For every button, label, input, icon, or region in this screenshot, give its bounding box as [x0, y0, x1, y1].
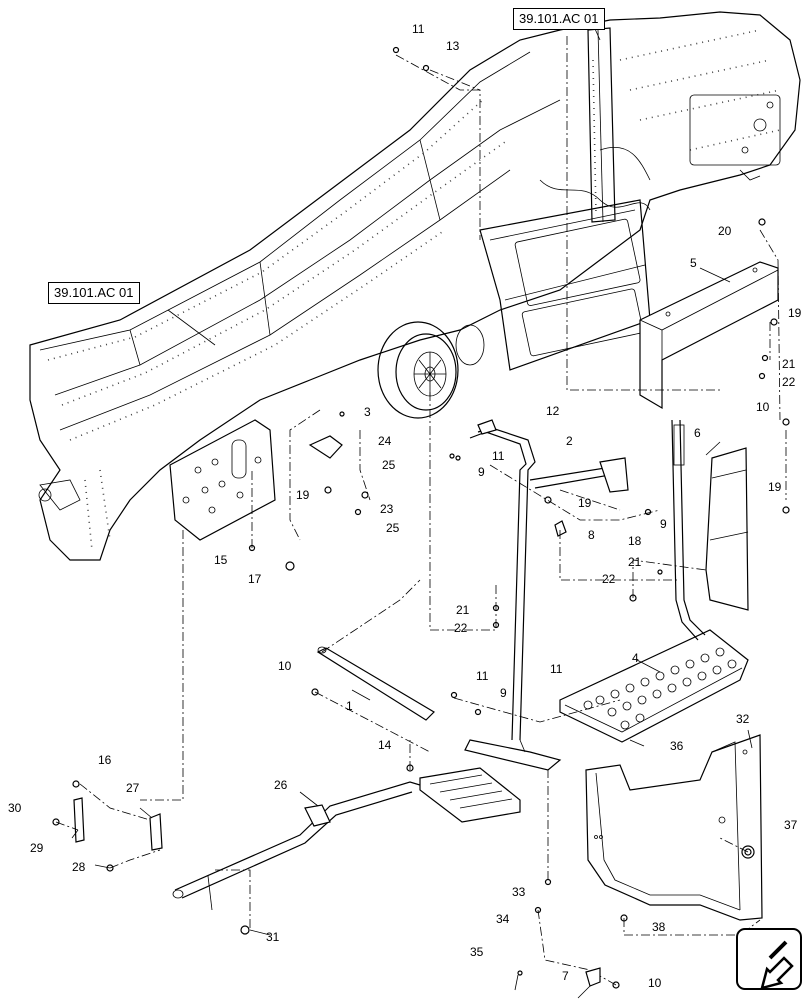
callout-10: 10: [278, 659, 292, 673]
small-brackets: [73, 419, 601, 987]
callout-21: 21: [782, 357, 796, 371]
reference-label-top[interactable]: 39.101.AC 01: [513, 8, 605, 30]
callout-16: 16: [98, 753, 112, 767]
callout-7: 7: [562, 969, 569, 983]
callout-9: 9: [660, 517, 667, 531]
callout-35: 35: [470, 945, 484, 959]
part-1-tube: [316, 646, 435, 721]
callout-28: 28: [72, 860, 86, 874]
callout-21: 21: [628, 555, 642, 569]
callout-9: 9: [500, 686, 507, 700]
machine-frame: [29, 11, 801, 561]
callout-29: 29: [30, 841, 44, 855]
callout-17: 17: [248, 572, 262, 586]
callout-30: 30: [8, 801, 22, 815]
callout-19: 19: [768, 480, 782, 494]
callout-19: 19: [788, 306, 802, 320]
callout-14: 14: [378, 738, 392, 752]
mounting-plate: [169, 419, 276, 541]
callout-25: 25: [382, 458, 396, 472]
callout-10: 10: [648, 976, 662, 990]
callout-13: 13: [446, 39, 460, 53]
callout-5: 5: [690, 256, 697, 270]
callout-27: 27: [126, 781, 140, 795]
assembly-lines: [55, 36, 787, 986]
callout-21: 21: [456, 603, 470, 617]
callout-19: 19: [296, 488, 310, 502]
reference-label-left[interactable]: 39.101.AC 01: [48, 282, 140, 304]
callout-4: 4: [632, 651, 639, 665]
step-tread: [419, 767, 521, 823]
callout-26: 26: [274, 778, 288, 792]
callout-12: 12: [546, 404, 560, 418]
callout-8: 8: [588, 528, 595, 542]
part-4-step: [559, 419, 749, 743]
callout-38: 38: [652, 920, 666, 934]
callout-32: 32: [736, 712, 750, 726]
callout-11: 11: [476, 669, 489, 683]
callout-10: 10: [756, 400, 770, 414]
part-26-step-arm: [172, 781, 431, 911]
callout-15: 15: [214, 553, 228, 567]
callout-31: 31: [266, 930, 280, 944]
callout-25: 25: [386, 521, 400, 535]
callout-18: 18: [628, 534, 642, 548]
callout-3: 3: [364, 405, 371, 419]
callout-6: 6: [694, 426, 701, 440]
view-direction-arrow-icon[interactable]: [736, 928, 802, 990]
callout-33: 33: [512, 885, 526, 899]
callout-22: 22: [454, 621, 468, 635]
callout-34: 34: [496, 912, 510, 926]
part-32-guard: [585, 734, 763, 921]
callout-9: 9: [478, 465, 485, 479]
callout-11: 11: [550, 662, 563, 676]
callout-19: 19: [578, 496, 592, 510]
callout-2: 2: [566, 434, 573, 448]
callout-22: 22: [782, 375, 796, 389]
part-5-cover: [639, 261, 779, 410]
callout-23: 23: [380, 502, 394, 516]
callout-22: 22: [602, 572, 616, 586]
callout-36: 36: [670, 739, 684, 753]
callout-1: 1: [346, 699, 353, 713]
callout-37: 37: [784, 818, 798, 832]
callout-11: 11: [492, 449, 505, 463]
callout-24: 24: [378, 434, 392, 448]
callout-20: 20: [718, 224, 732, 238]
part-6-plate: [705, 447, 749, 611]
callout-11: 11: [412, 22, 425, 36]
